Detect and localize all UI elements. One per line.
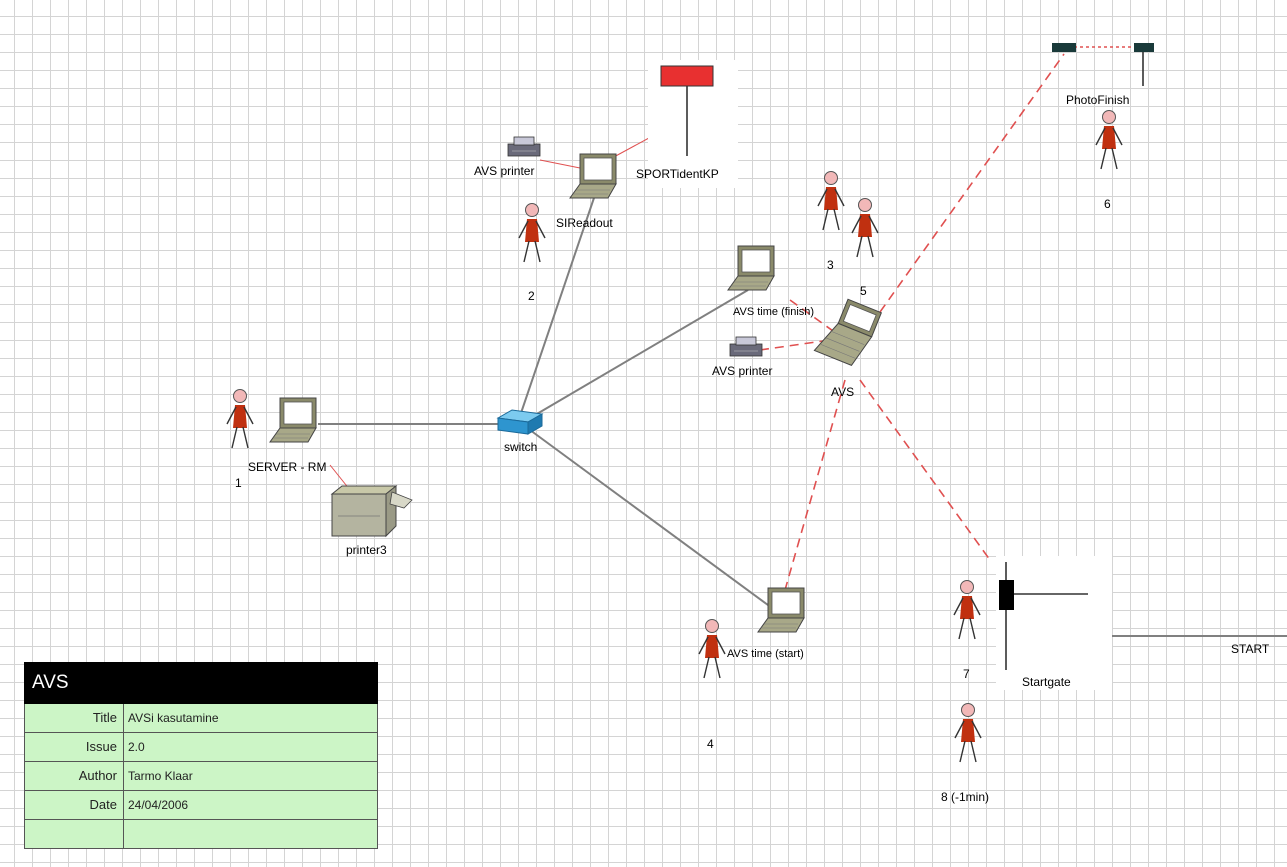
empty-value [124, 820, 377, 848]
person-1-icon[interactable] [226, 388, 254, 449]
wired-links [318, 191, 1287, 637]
person-6-label: 6 [1104, 197, 1111, 211]
person-6-icon[interactable] [1095, 109, 1123, 170]
server-label: SERVER - RM [248, 460, 327, 474]
avs-printer-mid-icon[interactable] [729, 336, 763, 357]
sireadout-label: SIReadout [556, 216, 613, 230]
person-8-icon[interactable] [954, 702, 982, 763]
startgate-icon[interactable] [999, 562, 1088, 670]
person-4-icon[interactable] [698, 618, 726, 679]
avs-label: AVS [831, 385, 855, 399]
title-block-header: AVS [24, 662, 378, 704]
date-value: 24/04/2006 [128, 798, 189, 812]
title-block-row: Issue 2.0 [24, 733, 378, 762]
person-3-icon[interactable] [817, 170, 845, 231]
sireadout-laptop-icon[interactable] [569, 153, 617, 199]
avs-printer-top-label: AVS printer [474, 164, 535, 178]
person-1-label: 1 [235, 476, 242, 490]
avs-time-finish-laptop-icon[interactable] [727, 245, 775, 291]
startgate-bg [996, 556, 1112, 690]
title-block-row [24, 820, 378, 849]
issue-key: Issue [25, 733, 124, 761]
printer3-icon[interactable] [330, 484, 413, 538]
avs-laptop-icon[interactable] [813, 295, 883, 369]
author-value: Tarmo Klaar [128, 769, 193, 783]
person-7-label: 7 [963, 667, 970, 681]
switch-icon[interactable] [496, 409, 544, 435]
title-block-row: Date 24/04/2006 [24, 791, 378, 820]
avs-printer-mid-label: AVS printer [712, 364, 773, 378]
photofinish-icon[interactable] [1052, 43, 1154, 86]
author-key: Author [25, 762, 124, 790]
avs-printer-top-icon[interactable] [507, 136, 541, 157]
photofinish-label: PhotoFinish [1066, 93, 1130, 107]
avs-time-finish-label: AVS time (finish) [733, 306, 815, 318]
empty-key [25, 820, 124, 848]
startgate-label: Startgate [1022, 675, 1071, 689]
person-5-label: 5 [860, 284, 867, 298]
start-label: START [1231, 642, 1270, 656]
avs-time-start-laptop-icon[interactable] [757, 587, 805, 633]
person-2-label: 2 [528, 289, 535, 303]
title-block-row: Title AVSi kasutamine [24, 704, 378, 733]
person-2-icon[interactable] [518, 202, 546, 263]
sportident-flag-icon[interactable] [660, 65, 714, 156]
person-4-label: 4 [707, 737, 714, 751]
title-block: AVS Title AVSi kasutamine Issue 2.0 Auth… [24, 662, 378, 849]
server-laptop-icon[interactable] [269, 397, 317, 443]
title-value: AVSi kasutamine [128, 711, 219, 725]
switch-label: switch [504, 440, 538, 454]
date-key: Date [25, 791, 124, 819]
issue-value: 2.0 [128, 740, 145, 754]
person-7-icon[interactable] [953, 579, 981, 640]
sportident-label: SPORTidentKP [636, 167, 719, 181]
printer3-label: printer3 [346, 543, 387, 557]
person-8-label: 8 (-1min) [941, 790, 990, 804]
title-block-row: Author Tarmo Klaar [24, 762, 378, 791]
avs-time-start-label: AVS time (start) [727, 648, 804, 660]
person-3-label: 3 [827, 258, 834, 272]
person-5-icon[interactable] [851, 197, 879, 258]
wireless-links [759, 53, 1065, 591]
title-key: Title [25, 704, 124, 732]
